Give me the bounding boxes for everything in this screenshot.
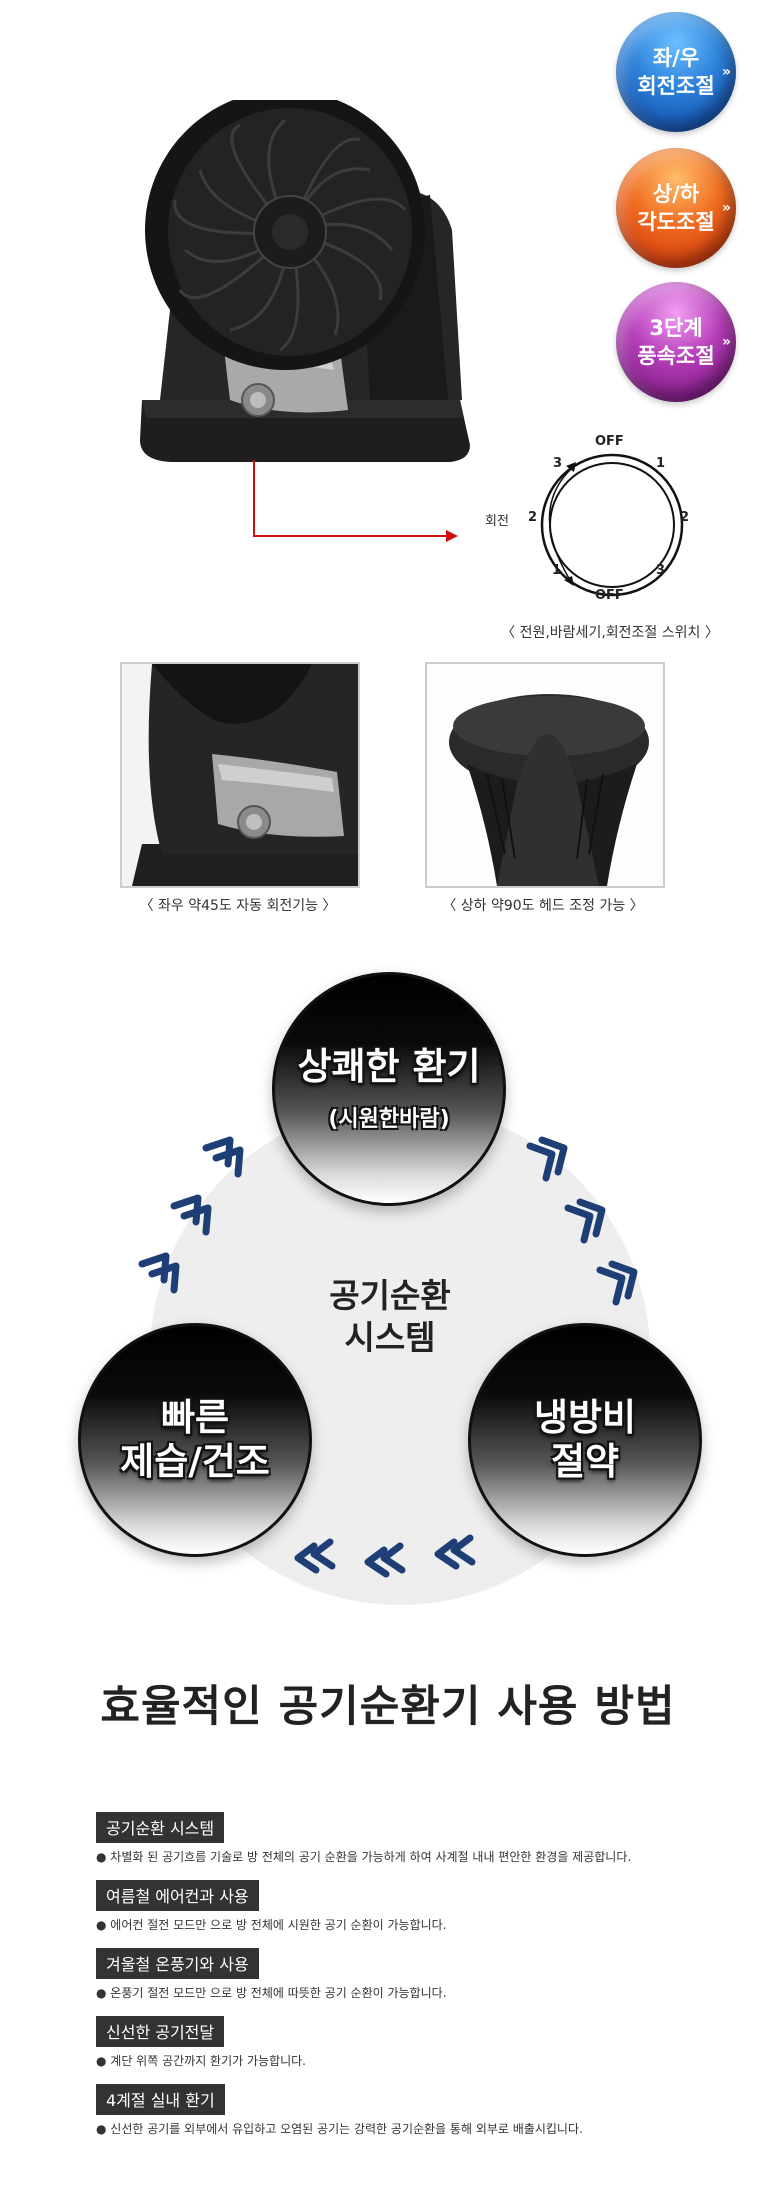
- bubble-cooling-line2: 절약: [550, 1440, 620, 1483]
- dial-left-2: 2: [528, 510, 538, 525]
- bubble-dehumidify-line2: 제습/건조: [120, 1440, 270, 1483]
- usage-desc-3: ● 온풍기 절전 모드만 으로 방 전체에 따뜻한 공기 순환이 가능합니다.: [96, 1986, 447, 2000]
- photo-tilt: [425, 662, 665, 888]
- badge-speed-line2: 풍속조절: [637, 344, 715, 368]
- cycle-center-line2: 시스템: [344, 1318, 436, 1357]
- badge-angle: 상/하 각도조절 »: [616, 148, 736, 268]
- badge-angle-line1: 상/하: [652, 182, 700, 206]
- bubble-ventilation-sub: (시원한바람): [328, 1107, 450, 1132]
- badge-speed: 3단계 풍속조절 »: [616, 282, 736, 402]
- bubble-dehumidify: 빠른 제습/건조: [78, 1323, 312, 1557]
- badge-rotation: 좌/우 회전조절 »: [616, 12, 736, 132]
- usage-desc-2: ● 에어컨 절전 모드만 으로 방 전체에 시원한 공기 순환이 가능합니다.: [96, 1918, 447, 1932]
- bubble-cooling-saving: 냉방비 절약: [468, 1323, 702, 1557]
- bubble-cooling-line1: 냉방비: [533, 1396, 637, 1439]
- dial-right-3: 3: [656, 563, 666, 578]
- tilt-caption: 〈 상하 약90도 헤드 조정 가능 〉: [442, 898, 644, 914]
- switch-dial-icon: [540, 453, 684, 597]
- switch-caption: 〈 전원,바람세기,회전조절 스위치 〉: [501, 625, 719, 641]
- usage-desc-4: ● 계단 위쪽 공간까지 환기가 가능합니다.: [96, 2054, 306, 2068]
- chevron-icon: »: [721, 64, 731, 80]
- dial-rotation-label: 회전: [485, 514, 509, 529]
- usage-tag-3: 겨울철 온풍기와 사용: [96, 1948, 259, 1979]
- usage-desc-5: ● 신선한 공기를 외부에서 유입하고 오염된 공기는 강력한 공기순환을 통해…: [96, 2122, 583, 2136]
- chevron-icon: »: [721, 334, 731, 350]
- cycle-center-text: 공기순환 시스템: [290, 1275, 490, 1359]
- usage-tag-1: 공기순환 시스템: [96, 1812, 225, 1843]
- photo-rotation: [120, 662, 360, 888]
- fan-product-image: [140, 100, 470, 462]
- pointer-arrow: [253, 460, 458, 542]
- dial-left-3: 3: [553, 456, 563, 471]
- arrows-left-icon: [294, 1534, 476, 1578]
- bubble-ventilation: 상쾌한 환기 (시원한바람): [272, 972, 506, 1206]
- bubble-ventilation-title: 상쾌한 환기: [297, 1045, 481, 1088]
- dial-off-bottom: OFF: [595, 588, 624, 603]
- dial-right-1: 1: [656, 456, 666, 471]
- dial-off-top: OFF: [595, 434, 624, 449]
- dial-left-1: 1: [552, 563, 562, 578]
- usage-tag-4: 신선한 공기전달: [96, 2016, 225, 2047]
- cycle-center-line1: 공기순환: [329, 1276, 451, 1315]
- badge-angle-line2: 각도조절: [637, 210, 715, 234]
- usage-title: 효율적인 공기순환기 사용 방법: [100, 1682, 676, 1732]
- badge-speed-line1: 3단계: [649, 316, 703, 340]
- arrows-up-left-icon: [138, 1136, 244, 1294]
- bubble-dehumidify-line1: 빠른: [160, 1396, 230, 1439]
- badge-rotation-line1: 좌/우: [652, 46, 700, 70]
- tilt-photo-image: [427, 664, 663, 886]
- badge-rotation-line2: 회전조절: [637, 74, 715, 98]
- usage-tag-5: 4계절 실내 환기: [96, 2084, 225, 2115]
- arrows-down-right-icon: [526, 1136, 638, 1306]
- chevron-icon: »: [721, 200, 731, 216]
- usage-tag-2: 여름철 에어컨과 사용: [96, 1880, 259, 1911]
- rotation-photo-image: [122, 664, 358, 886]
- usage-desc-1: ● 차별화 된 공기흐름 기술로 방 전체의 공기 순환을 가능하게 하여 사계…: [96, 1850, 632, 1864]
- rotation-caption: 〈 좌우 약45도 자동 회전기능 〉: [139, 898, 337, 914]
- dial-right-2: 2: [680, 510, 690, 525]
